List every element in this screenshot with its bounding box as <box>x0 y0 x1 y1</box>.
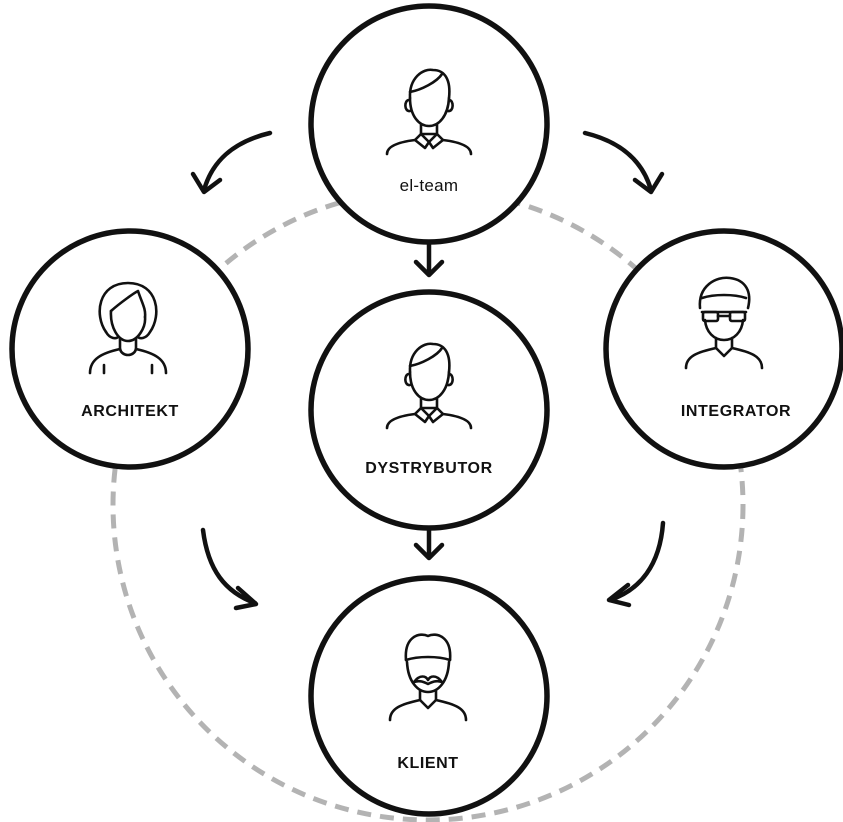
man-with-glasses-icon <box>684 276 764 370</box>
arrow-el-team-to-architekt <box>190 130 273 195</box>
node-el-team: el-team <box>308 3 550 245</box>
woman-icon <box>88 281 168 375</box>
node-label-dystrybutor: DYSTRYBUTOR <box>365 460 493 477</box>
man-with-collar-icon <box>385 68 473 156</box>
arrow-el-team-to-dystrybutor <box>413 241 445 278</box>
node-label-integrator: INTEGRATOR <box>681 403 791 420</box>
arrow-el-team-to-integrator <box>582 130 665 195</box>
node-label-el-team: el-team <box>400 176 459 195</box>
node-dystrybutor: DYSTRYBUTOR <box>308 289 550 531</box>
node-label-architekt: ARCHITEKT <box>81 403 179 420</box>
man-with-mustache-icon <box>388 633 468 722</box>
arrow-dystrybutor-to-klient <box>413 527 445 561</box>
node-integrator: INTEGRATOR <box>603 228 843 470</box>
man-with-collar-icon <box>385 342 473 430</box>
arrow-architekt-to-klient <box>200 527 259 611</box>
node-architekt: ARCHITEKT <box>9 228 251 470</box>
node-klient: KLIENT <box>308 575 550 817</box>
node-label-klient: KLIENT <box>397 755 458 772</box>
arrow-integrator-to-klient <box>606 520 666 608</box>
